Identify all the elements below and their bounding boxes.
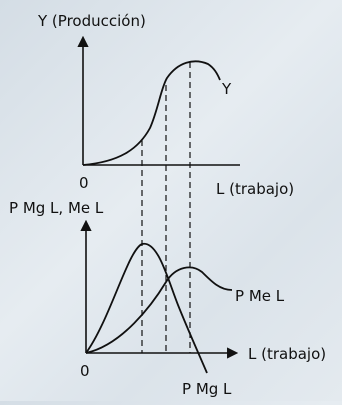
- top-origin-label: 0: [79, 174, 89, 192]
- bottom-x-axis-label: L (trabajo): [248, 345, 326, 363]
- total-product-graph: Y (Producción) Y 0 L (trabajo): [37, 12, 294, 198]
- top-y-axis-label: Y (Producción): [37, 12, 146, 30]
- dashed-guides: [141, 62, 191, 353]
- marginal-product-curve: [85, 243, 208, 374]
- top-x-axis-label: L (trabajo): [216, 180, 294, 198]
- total-product-curve: [82, 60, 221, 166]
- bottom-y-axis-label: P Mg L, Me L: [9, 199, 104, 217]
- marginal-product-label: P Mg L: [182, 380, 232, 398]
- bottom-origin-label: 0: [80, 362, 90, 380]
- total-product-label: Y: [221, 80, 232, 98]
- average-product-curve: [85, 266, 233, 354]
- average-product-label: P Me L: [235, 287, 285, 305]
- marginal-average-graph: P Mg L, Me L P Me L L (trabajo) 0 P Mg L: [9, 199, 326, 398]
